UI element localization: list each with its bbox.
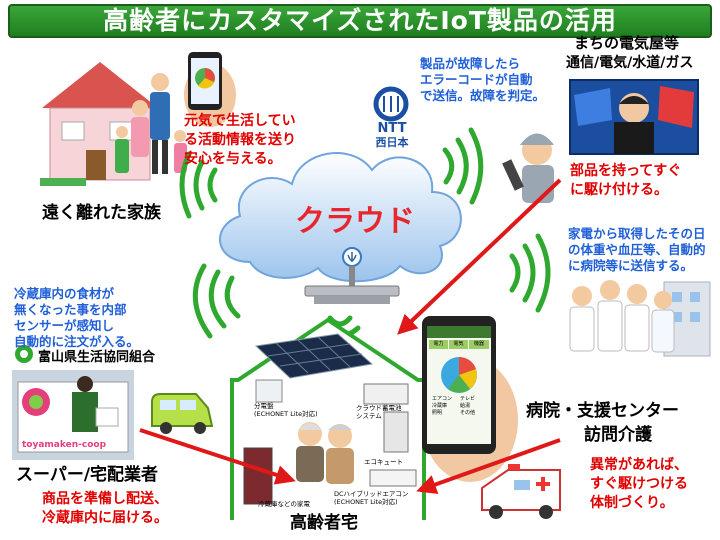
phone-legend-2: 照明	[432, 410, 442, 417]
phone-legend-0: エアコン	[432, 396, 452, 403]
coop-name: 富山県生活協同組合	[38, 346, 155, 365]
ntt-logo-text: NTT	[372, 122, 412, 136]
phone-legend-5: その他	[460, 410, 475, 417]
hospital-label-line2: 訪問介護	[584, 424, 652, 446]
electric-error-note: 製品が故障したら エラーコードが自動 で送信。故障を判定。	[420, 56, 545, 104]
hospital-data-note: 家電から取得したその日 の体重や血圧等、自動的 に病院等に送信する。	[568, 226, 706, 274]
supermarket-action-note: 商品を準備し配送、 冷蔵庫内に届ける。	[42, 490, 168, 528]
phone-legend-1: 冷蔵庫	[432, 403, 447, 410]
home-aircon-label: DCハイブリッドエアコン (ECHONET Lite対応)	[334, 490, 408, 506]
phone-legend-4: 給湯	[460, 403, 470, 410]
phone-tab-0: 電力	[429, 340, 448, 349]
fridge-sensor-note: 冷蔵庫内の食材が 無くなった事を内部 センサーが感知し 自動的に注文が入る。	[14, 286, 139, 350]
family-note: 元気で生活してい る活動情報を送り 安心を与える。	[184, 112, 296, 169]
supermarket-label: スーパー/宅配業者	[16, 464, 158, 486]
home-storage-label: クラウド蓄電池 システム	[356, 404, 402, 420]
electric-label-line2: 通信/電気/水道/ガス	[566, 54, 693, 73]
home-ecocute-label: エコキュート	[364, 456, 403, 466]
delivery-van-icon	[152, 394, 212, 434]
phone-tab-1: 電気	[449, 340, 468, 349]
ntt-logo-icon	[376, 89, 406, 119]
home-fridge-label: 冷蔵庫などの家電	[258, 498, 310, 508]
electric-action-note: 部品を持ってすぐ に駆け付ける。	[570, 162, 681, 200]
electric-shop-photo	[570, 80, 698, 154]
hospital-action-note: 異常があれば、 すぐ駆けつける 体制づくり。	[590, 456, 688, 513]
phone-legend-3: テレビ	[460, 396, 475, 403]
home-label: 高齢者宅	[290, 512, 358, 534]
medical-staff-icon	[570, 280, 674, 352]
electric-label-line1: まちの電気屋等	[574, 34, 679, 53]
ntt-region-text: 西日本	[370, 136, 414, 149]
cloud-label: クラウド	[280, 196, 430, 236]
family-label: 遠く離れた家族	[42, 202, 161, 224]
phone-tab-2: 機器	[469, 340, 489, 349]
home-panel-label: 分電盤 (ECHONET Lite対応)	[254, 402, 318, 418]
truck-text: toyamaken-coop	[22, 440, 106, 450]
hospital-label-line1: 病院・支援センター	[526, 400, 679, 422]
